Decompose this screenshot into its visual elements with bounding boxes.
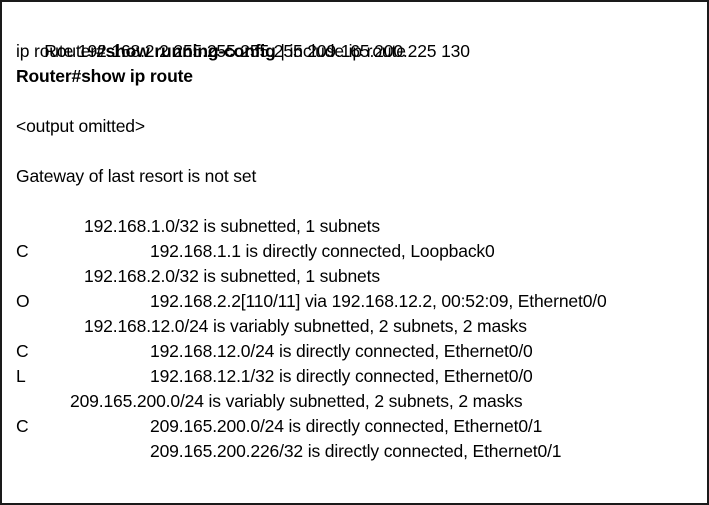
output-omitted-line: <output omitted> — [16, 116, 145, 136]
summary-indent-spacer — [16, 314, 84, 339]
routing-table-summary-row: 209.165.200.0/24 is variably subnetted, … — [16, 389, 707, 414]
routing-table-route-row: C 192.168.12.0/24 is directly connected, … — [16, 339, 707, 364]
routing-table-summary-row: 192.168.2.0/32 is subnetted, 1 subnets — [16, 264, 707, 289]
summary-text: 192.168.2.0/32 is subnetted, 1 subnets — [84, 266, 380, 286]
route-code-letter: C — [16, 416, 29, 436]
route-entry-text: 209.165.200.226/32 is directly connected… — [150, 441, 562, 461]
command-line-show-running-config: Router#show running-config | include ip … — [16, 14, 707, 61]
routing-table-route-row: O 192.168.2.2[110/11] via 192.168.12.2, 0… — [16, 289, 707, 314]
summary-text: 209.165.200.0/24 is variably subnetted, … — [70, 391, 523, 411]
route-entry-text: 192.168.12.0/24 is directly connected, E… — [150, 341, 533, 361]
summary-indent-spacer — [16, 389, 70, 414]
routing-table-summary-row: 192.168.1.0/32 is subnetted, 1 subnets — [16, 214, 707, 239]
spacer-line-3 — [16, 189, 707, 214]
route-entry-text: 209.165.200.0/24 is directly connected, … — [150, 416, 543, 436]
route-code-letter: L — [16, 366, 26, 386]
routing-table-route-row: L 192.168.12.1/32 is directly connected, … — [16, 364, 707, 389]
routing-table-summary-row: 192.168.12.0/24 is variably subnetted, 2… — [16, 314, 707, 339]
routing-table-route-row: C 209.165.200.0/24 is directly connected,… — [16, 414, 707, 439]
summary-indent-spacer — [16, 264, 84, 289]
route-code-letter: C — [16, 341, 29, 361]
summary-text: 192.168.12.0/24 is variably subnetted, 2… — [84, 316, 527, 336]
gateway-of-last-resort-line: Gateway of last resort is not set — [16, 166, 257, 186]
routing-table-route-row: C 192.168.1.1 is directly connected, Loop… — [16, 239, 707, 264]
route-entry-text: 192.168.2.2[110/11] via 192.168.12.2, 00… — [150, 291, 607, 311]
route-code-letter: C — [16, 241, 29, 261]
routing-table-route-row: 209.165.200.226/32 is directly connected… — [16, 439, 707, 464]
static-route-config-line: ip route 192.168.2.2 255.255.255.255 209… — [16, 41, 470, 61]
spacer-line-1 — [16, 89, 707, 114]
spacer-line-2 — [16, 139, 707, 164]
command-line-show-ip-route: Router#show ip route — [16, 66, 193, 86]
route-code-letter: O — [16, 291, 30, 311]
route-entry-text: 192.168.12.1/32 is directly connected, E… — [150, 366, 533, 386]
router-prompt: Router — [44, 41, 96, 61]
command-text-show-running-config: #show running-config — [95, 41, 276, 61]
terminal-output-pane: Router#show running-config | include ip … — [2, 2, 707, 464]
command-pipe-filter: | include ip route — [275, 41, 406, 61]
summary-indent-spacer — [16, 214, 84, 239]
route-entry-text: 192.168.1.1 is directly connected, Loopb… — [150, 241, 495, 261]
summary-text: 192.168.1.0/32 is subnetted, 1 subnets — [84, 216, 380, 236]
